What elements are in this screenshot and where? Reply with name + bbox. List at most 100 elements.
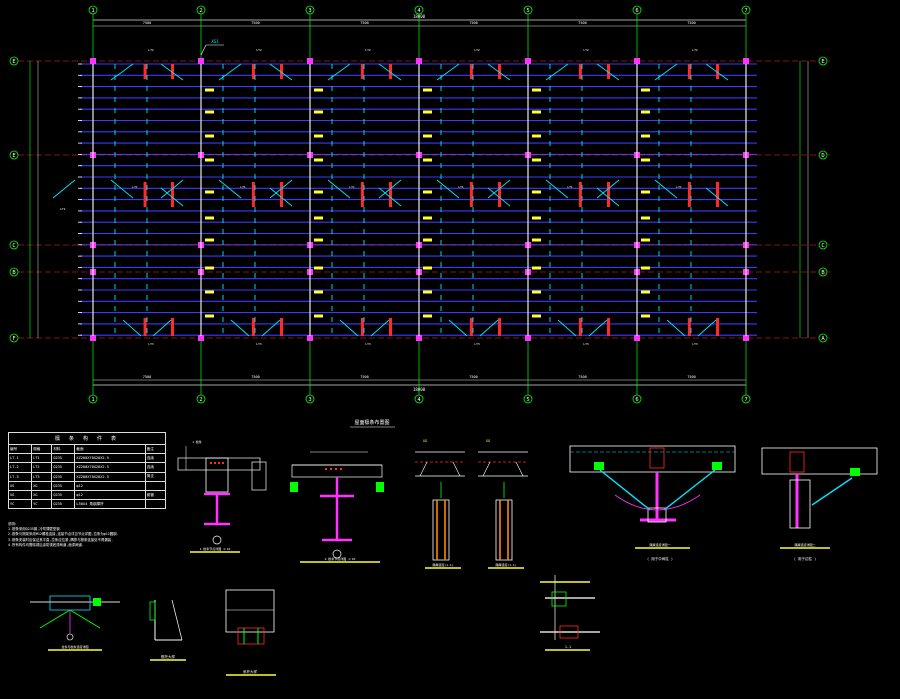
table-cell: LT2 xyxy=(31,462,53,473)
bay-dimension: 7500 xyxy=(687,375,695,379)
purlin-mark: LT3 xyxy=(474,342,480,346)
frame-stiffener xyxy=(389,64,392,79)
nut xyxy=(93,598,101,606)
grid-row-right-label: B xyxy=(821,270,825,276)
table-cell: Q235 xyxy=(51,453,76,464)
column-marker xyxy=(416,335,422,341)
column-marker xyxy=(90,335,96,341)
table-cell: XG xyxy=(7,489,33,501)
grid-row-right-bubble xyxy=(818,333,828,343)
tie-rod-marker xyxy=(423,158,432,162)
purlin-mark: LT1 xyxy=(676,185,682,189)
grid-col-bottom-bubble xyxy=(414,394,424,404)
frame-stiffener xyxy=(251,318,255,336)
column-marker xyxy=(634,58,640,64)
table-row: LT-3 LT3 Q235 XZ200X70X20X2.5 简支 xyxy=(7,471,167,482)
grid-col-top-label: 3 xyxy=(308,8,311,14)
detail-title: 隅撑连接详图一 xyxy=(649,542,670,547)
frame-stiffener xyxy=(143,182,147,207)
frame-stiffener xyxy=(469,318,473,336)
grid-col-top-bubble xyxy=(88,5,98,15)
beam-section xyxy=(569,445,736,473)
detail-label: 1 檩条 xyxy=(192,439,202,444)
callout-text: XG1 xyxy=(211,39,219,44)
table-cell: LT-2 xyxy=(7,462,33,473)
grid-row-right-label: D xyxy=(821,153,824,159)
brace-line xyxy=(654,63,678,81)
purlin-member-table: 檩 条 构 件 表 编号 规格 材料 截面 备注 LT-1 LT1 Q235 X… xyxy=(7,432,167,510)
brace-line xyxy=(479,319,499,337)
tie-rod-marker xyxy=(532,314,541,318)
brace-line xyxy=(448,319,468,337)
grid-col-top-label: 7 xyxy=(744,8,747,14)
purlin-mark: LT3 xyxy=(365,342,371,346)
brace-line xyxy=(378,179,402,199)
tie-rod-marker xyxy=(423,290,432,294)
table-cell xyxy=(144,499,167,510)
table-cell: YC xyxy=(31,499,53,510)
column-marker xyxy=(90,58,96,64)
tie-rod-marker xyxy=(205,134,214,138)
tie-rod-marker xyxy=(314,314,323,318)
table-cell: 连续 xyxy=(144,462,167,473)
brace-line xyxy=(545,63,569,81)
column-marker xyxy=(198,58,204,64)
table-cell: L50X4 角钢撑杆 xyxy=(74,499,146,510)
grid-row-right-label: C xyxy=(821,243,824,249)
detail-title: 2 檩条节点详图 1:10 xyxy=(325,556,356,561)
frame-stiffener xyxy=(687,318,691,336)
detail-8: 檩托大样 xyxy=(149,599,186,661)
brace-line xyxy=(487,187,511,207)
brace-line xyxy=(436,63,460,81)
frame-stiffener xyxy=(360,318,364,336)
tie-rod-marker xyxy=(532,266,541,270)
table-cell: 规格 xyxy=(31,443,53,455)
brace-line xyxy=(515,461,524,477)
tie-rod-marker xyxy=(423,190,432,194)
brace-line xyxy=(160,63,184,81)
column-marker xyxy=(743,335,749,341)
stiffener xyxy=(171,599,183,641)
tie-rod-marker xyxy=(532,216,541,220)
grid-col-top-bubble xyxy=(196,5,206,15)
column-plate xyxy=(495,499,513,561)
table-cell: LT1 xyxy=(31,453,53,464)
brace-line xyxy=(705,63,729,81)
frame-stiffener xyxy=(687,64,691,79)
column-marker xyxy=(307,335,313,341)
table-cell: XG xyxy=(7,480,33,491)
table-cell: XG xyxy=(31,489,53,501)
tie-rod-marker xyxy=(641,190,650,194)
bay-dimension: 7500 xyxy=(360,375,368,379)
purlin-mark: LT3 xyxy=(148,342,154,346)
purlin-mark: LT1 xyxy=(458,185,464,189)
table-caption: 檩 条 构 件 表 xyxy=(8,432,166,445)
arc-line xyxy=(614,494,701,511)
tie-rod-marker xyxy=(641,314,650,318)
detail-1: 1 檩条节点详图 1:101 檩条 xyxy=(177,439,267,553)
frame-stiffener xyxy=(171,64,174,79)
table-cell: 材料 xyxy=(51,443,76,455)
brace-line xyxy=(666,319,686,337)
bay-dimension: 7500 xyxy=(469,21,477,25)
table-cell: 连续 xyxy=(144,453,167,464)
grid-col-bottom-bubble xyxy=(196,394,206,404)
purlin-mark: LT2 xyxy=(692,48,698,52)
purlin-mark: LT1 xyxy=(567,185,573,189)
brace-line xyxy=(596,63,620,81)
note-line: 3.檩条安装时应保证其平直,拉条应拉紧,隅撑与檩条连接处不得漏装. xyxy=(8,537,114,542)
detail-3: 隅撑连接(1-1)XG xyxy=(415,439,465,569)
purlin-mark: LT1 xyxy=(132,185,138,189)
purlin-mark: LT2 xyxy=(256,48,262,52)
grid-col-top-bubble xyxy=(305,5,315,15)
brace-line xyxy=(487,63,511,81)
tie-rod-marker xyxy=(532,190,541,194)
connection-box xyxy=(551,591,567,607)
bolt xyxy=(214,462,216,464)
grid-row-right-bubble xyxy=(818,150,828,160)
frame-stiffener xyxy=(280,182,283,207)
purlin-mark: LT2 xyxy=(365,48,371,52)
plan-title: 屋面檩条布置图 xyxy=(354,419,389,426)
detail-number-circle xyxy=(332,549,342,559)
column-marker xyxy=(416,58,422,64)
